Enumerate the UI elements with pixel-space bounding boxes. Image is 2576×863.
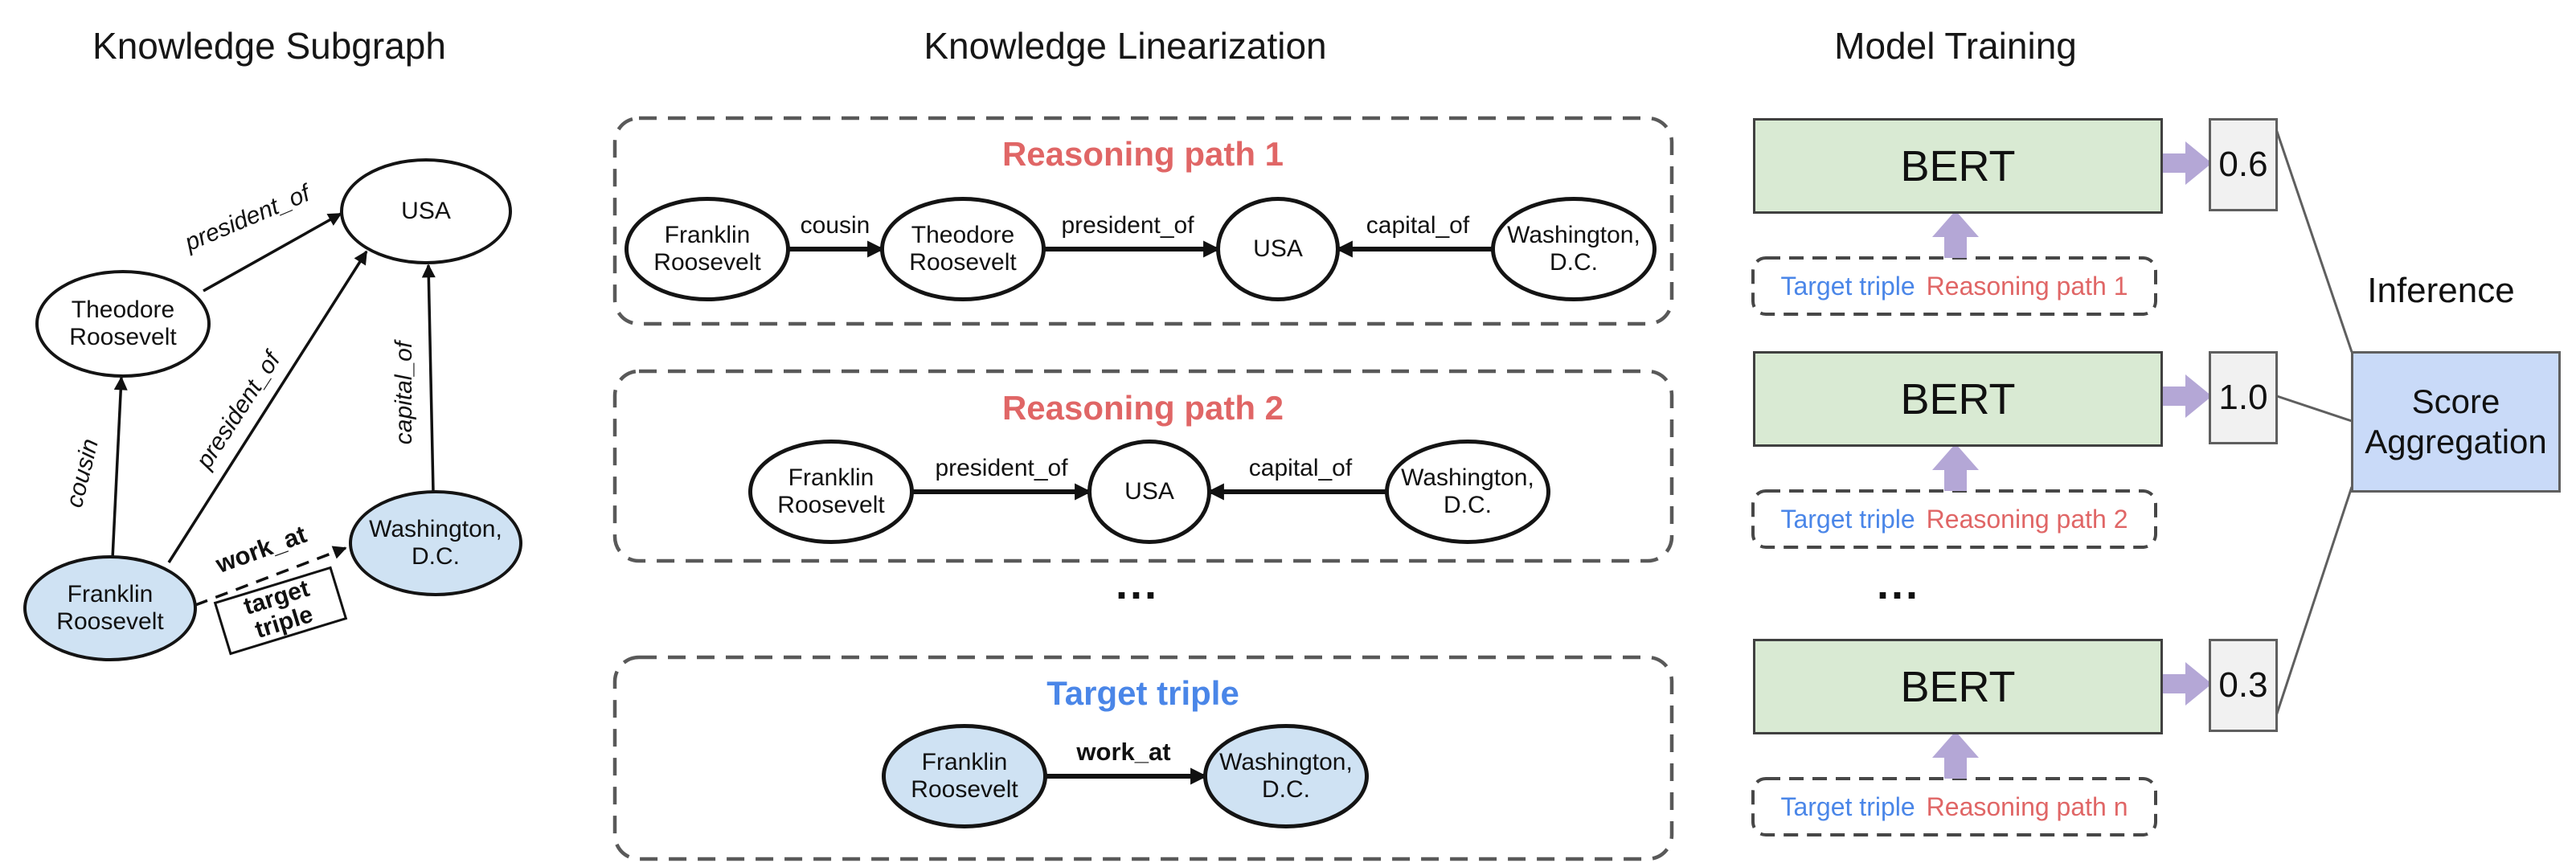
target-node-washington: Washington, D.C. [1203, 724, 1369, 828]
target-node-franklin: Franklin Roosevelt [882, 724, 1047, 828]
score1-agg-connector [2271, 119, 2353, 353]
path1-node-washington: Washington, D.C. [1491, 197, 1657, 301]
node-label: Washington, D.C. [1219, 749, 1353, 803]
bert-label: BERT [1900, 374, 2016, 423]
bert-label: BERT [1900, 662, 2016, 711]
reasoning-path-1-title: Reasoning path 1 [1001, 135, 1284, 173]
bert-box-2: BERT [1753, 351, 2163, 447]
subgraph-node-usa: USA [340, 158, 512, 264]
score-value: 0.3 [2218, 665, 2268, 705]
edge-franklin-theodore-arrow-icon [111, 376, 128, 559]
reasoning-path-2-box [612, 369, 1674, 563]
input-row-1: Target triple Reasoning path 1 [1753, 258, 2156, 314]
path1-node-theodore: Theodore Roosevelt [880, 197, 1046, 301]
node-label: Washington, D.C. [1401, 464, 1534, 518]
target-triple-box [612, 655, 1674, 861]
score-aggregation-box: Score Aggregation [2351, 351, 2561, 493]
input-reasoning-path-1: Reasoning path 1 [1926, 271, 2128, 301]
score-box-2: 1.0 [2209, 351, 2278, 444]
linearization-ellipsis: ... [1115, 560, 1160, 608]
score-box-1: 0.6 [2209, 118, 2278, 211]
score-aggregation-label: Score Aggregation [2365, 382, 2547, 460]
path2-node-washington: Washington, D.C. [1385, 440, 1550, 544]
input-target-triple-2: Target triple [1780, 504, 1915, 534]
node-label: Theodore Roosevelt [69, 297, 177, 350]
score3-agg-connector [2271, 486, 2353, 726]
path1-node-usa: USA [1216, 197, 1340, 301]
reasoning-path-1-box [612, 116, 1674, 326]
path1-node-franklin: Franklin Roosevelt [625, 197, 790, 301]
input-target-triple-3: Target triple [1780, 791, 1915, 821]
subgraph-section-title: Knowledge Subgraph [92, 25, 446, 67]
node-label: Franklin Roosevelt [56, 581, 164, 635]
input-target-triple-1: Target triple [1780, 271, 1915, 301]
edge-label-capital-of: capital_of [391, 341, 417, 445]
target-label-work-at: work_at [1076, 738, 1171, 766]
path1-label-cousin: cousin [800, 212, 870, 239]
subgraph-node-theodore: Theodore Roosevelt [35, 270, 211, 378]
reasoning-path-2-title: Reasoning path 2 [1001, 389, 1284, 427]
subgraph-node-washington: Washington, D.C. [349, 490, 522, 596]
node-label: Washington, D.C. [369, 516, 502, 570]
score-box-3: 0.3 [2209, 639, 2278, 732]
node-label: Franklin Roosevelt [777, 464, 885, 518]
bert3-output-arrow-icon [2163, 662, 2212, 706]
path1-label-capital-of: capital_of [1366, 212, 1470, 239]
edge-washington-usa-arrow-icon [421, 264, 436, 493]
target-triple-title: Target triple [1046, 674, 1239, 712]
path2-node-usa: USA [1087, 440, 1211, 544]
path2-label-capital-of: capital_of [1248, 455, 1353, 481]
bert-box-1: BERT [1753, 118, 2163, 214]
node-label: Theodore Roosevelt [909, 222, 1017, 276]
score-value: 0.6 [2218, 145, 2268, 184]
training-ellipsis: ... [1876, 560, 1921, 608]
bert-label: BERT [1900, 141, 2016, 190]
edge-theodore-usa-arrow-icon [203, 212, 342, 292]
input2-up-arrow-icon [1932, 444, 1979, 491]
input-reasoning-path-2: Reasoning path 2 [1926, 504, 2128, 534]
bert-box-3: BERT [1753, 639, 2163, 734]
linearization-section-title: Knowledge Linearization [924, 25, 1327, 67]
node-label: Franklin Roosevelt [653, 222, 761, 276]
node-label: USA [401, 198, 451, 225]
edge-franklin-usa-arrow-icon [167, 250, 368, 563]
input3-up-arrow-icon [1932, 731, 1979, 779]
node-label: USA [1253, 235, 1303, 263]
bert2-output-arrow-icon [2163, 374, 2212, 418]
inference-label: Inference [2367, 271, 2515, 310]
path2-label-president-of: president_of [935, 455, 1068, 481]
score2-agg-connector [2274, 394, 2353, 423]
input-reasoning-path-n: Reasoning path n [1926, 791, 2128, 821]
input-row-3: Target triple Reasoning path n [1753, 779, 2156, 835]
path1-label-president-of: president_of [1061, 212, 1194, 239]
edge-franklin-washington-dashed-arrow-icon [195, 546, 347, 607]
path2-node-franklin: Franklin Roosevelt [748, 440, 914, 544]
subgraph-node-franklin: Franklin Roosevelt [23, 555, 197, 661]
node-label: Washington, D.C. [1507, 222, 1640, 276]
training-section-title: Model Training [1834, 25, 2077, 67]
score-value: 1.0 [2218, 378, 2268, 417]
bert1-output-arrow-icon [2163, 141, 2212, 185]
node-label: Franklin Roosevelt [911, 749, 1018, 803]
node-label: USA [1124, 478, 1174, 505]
input1-up-arrow-icon [1932, 211, 1979, 258]
target-triple-tag-box [213, 566, 348, 656]
input-row-2: Target triple Reasoning path 2 [1753, 491, 2156, 547]
